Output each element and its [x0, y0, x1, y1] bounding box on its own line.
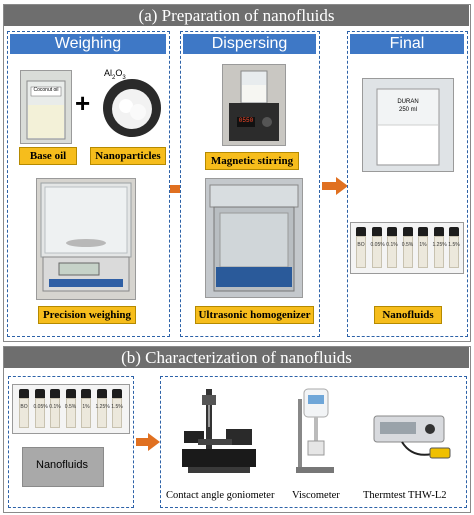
vial-label: 1.5%: [448, 242, 460, 248]
dispersing-header: Dispersing: [183, 34, 316, 54]
vial-cap: [433, 227, 444, 236]
ultrasonic-homogenizer-photo: [205, 178, 303, 298]
vial-cap: [19, 389, 29, 398]
vial-cap: [371, 227, 382, 236]
nanofluids-label: Nanofluids: [374, 306, 442, 324]
final-beaker-brand: DURAN: [397, 99, 419, 105]
plus-sign: +: [75, 88, 91, 118]
vial-label: 0.5%: [64, 404, 77, 410]
contact-angle-goniometer-image: [182, 389, 256, 473]
magnetic-stirrer-photo: 0550: [222, 64, 286, 146]
final-column: [347, 31, 468, 337]
final-beaker-photo: DURAN 250 ml: [362, 78, 454, 172]
arrow-dispersing-to-final: [322, 177, 348, 195]
vial-label: 0.1%: [49, 404, 61, 410]
vial-body: [449, 236, 459, 268]
vial-cap: [356, 227, 366, 236]
vial-body: [371, 236, 382, 268]
al2o3-sub2: 3: [122, 74, 126, 81]
goniometer-caption: Contact angle goniometer: [166, 490, 275, 501]
characterization-vials-photo: BO 0.05%0.1%0.5% 1% 1.25%1.5%: [12, 384, 130, 434]
vial-cap: [449, 227, 459, 236]
vial-body: [356, 236, 366, 268]
al2o3-sub: 2: [112, 74, 116, 81]
vial-cap: [65, 389, 76, 398]
nanoparticle-powder-photo: [102, 76, 162, 138]
vial-body: [50, 398, 60, 428]
vial-body: [96, 398, 107, 428]
vial-label: 1%: [82, 404, 90, 410]
stirrer-display: 0550: [238, 117, 254, 124]
vial-body: [19, 398, 29, 428]
vial-cap: [112, 389, 122, 398]
nanofluids-box: [22, 447, 104, 487]
beaker-label-text: Coconut oil: [33, 87, 59, 93]
vial-body: [433, 236, 444, 268]
section-b-title: (b) Characterization of nanofluids: [4, 347, 469, 368]
nanoparticles-label: Nanoparticles: [90, 147, 166, 165]
vial-body: [402, 236, 413, 268]
vial-label: 1%: [419, 242, 427, 248]
precision-weighing-label: Precision weighing: [38, 306, 136, 324]
base-oil-label: Base oil: [19, 147, 77, 165]
vial-body: [418, 236, 428, 268]
vial-label: 0.05%: [370, 242, 385, 248]
vial-label: 1.25%: [432, 242, 447, 248]
al2o3-o: O: [115, 68, 123, 78]
vial-label: BO: [20, 404, 28, 410]
vial-label: BO: [357, 242, 365, 248]
vial-cap: [81, 389, 91, 398]
weighing-header: Weighing: [10, 34, 166, 54]
base-oil-photo: Coconut oil: [20, 70, 72, 144]
beaker-illustration: [26, 80, 66, 140]
vial-body: [65, 398, 76, 428]
nanofluids-box-label: Nanofluids: [36, 459, 88, 471]
vial-body: [387, 236, 397, 268]
vial-label: 0.1%: [386, 242, 398, 248]
al2o3-label: Al2O3: [104, 68, 126, 81]
vial-label: 0.5%: [401, 242, 414, 248]
vial-cap: [50, 389, 60, 398]
vial-body: [112, 398, 122, 428]
thermtest-caption: Thermtest THW-L2: [363, 490, 447, 501]
vial-label: 1.25%: [95, 404, 110, 410]
vial-body: [34, 398, 45, 428]
viscometer-image: [296, 388, 334, 473]
vial-cap: [418, 227, 428, 236]
precision-balance-photo: [36, 178, 136, 300]
thermtest-device-image: [373, 415, 451, 459]
ultrasonic-homogenizer-label: Ultrasonic homogenizer: [195, 306, 314, 324]
final-beaker-volume: 250 ml: [398, 107, 417, 113]
section-a-title: (a) Preparation of nanofluids: [4, 5, 469, 26]
vial-body: [81, 398, 91, 428]
vial-cap: [402, 227, 413, 236]
vial-label: 0.05%: [33, 404, 48, 410]
viscometer-caption: Viscometer: [292, 490, 340, 501]
vial-cap: [96, 389, 107, 398]
vial-cap: [387, 227, 397, 236]
vial-label: 1.5%: [111, 404, 123, 410]
final-vials-photo: BO 0.05%0.1%0.5% 1% 1.25%1.5%: [350, 222, 464, 274]
vial-cap: [34, 389, 45, 398]
final-header: Final: [350, 34, 464, 54]
al2o3-al: Al: [104, 68, 113, 78]
magnetic-stirring-label: Magnetic stirring: [205, 152, 299, 170]
arrow-to-instruments: [136, 433, 160, 451]
